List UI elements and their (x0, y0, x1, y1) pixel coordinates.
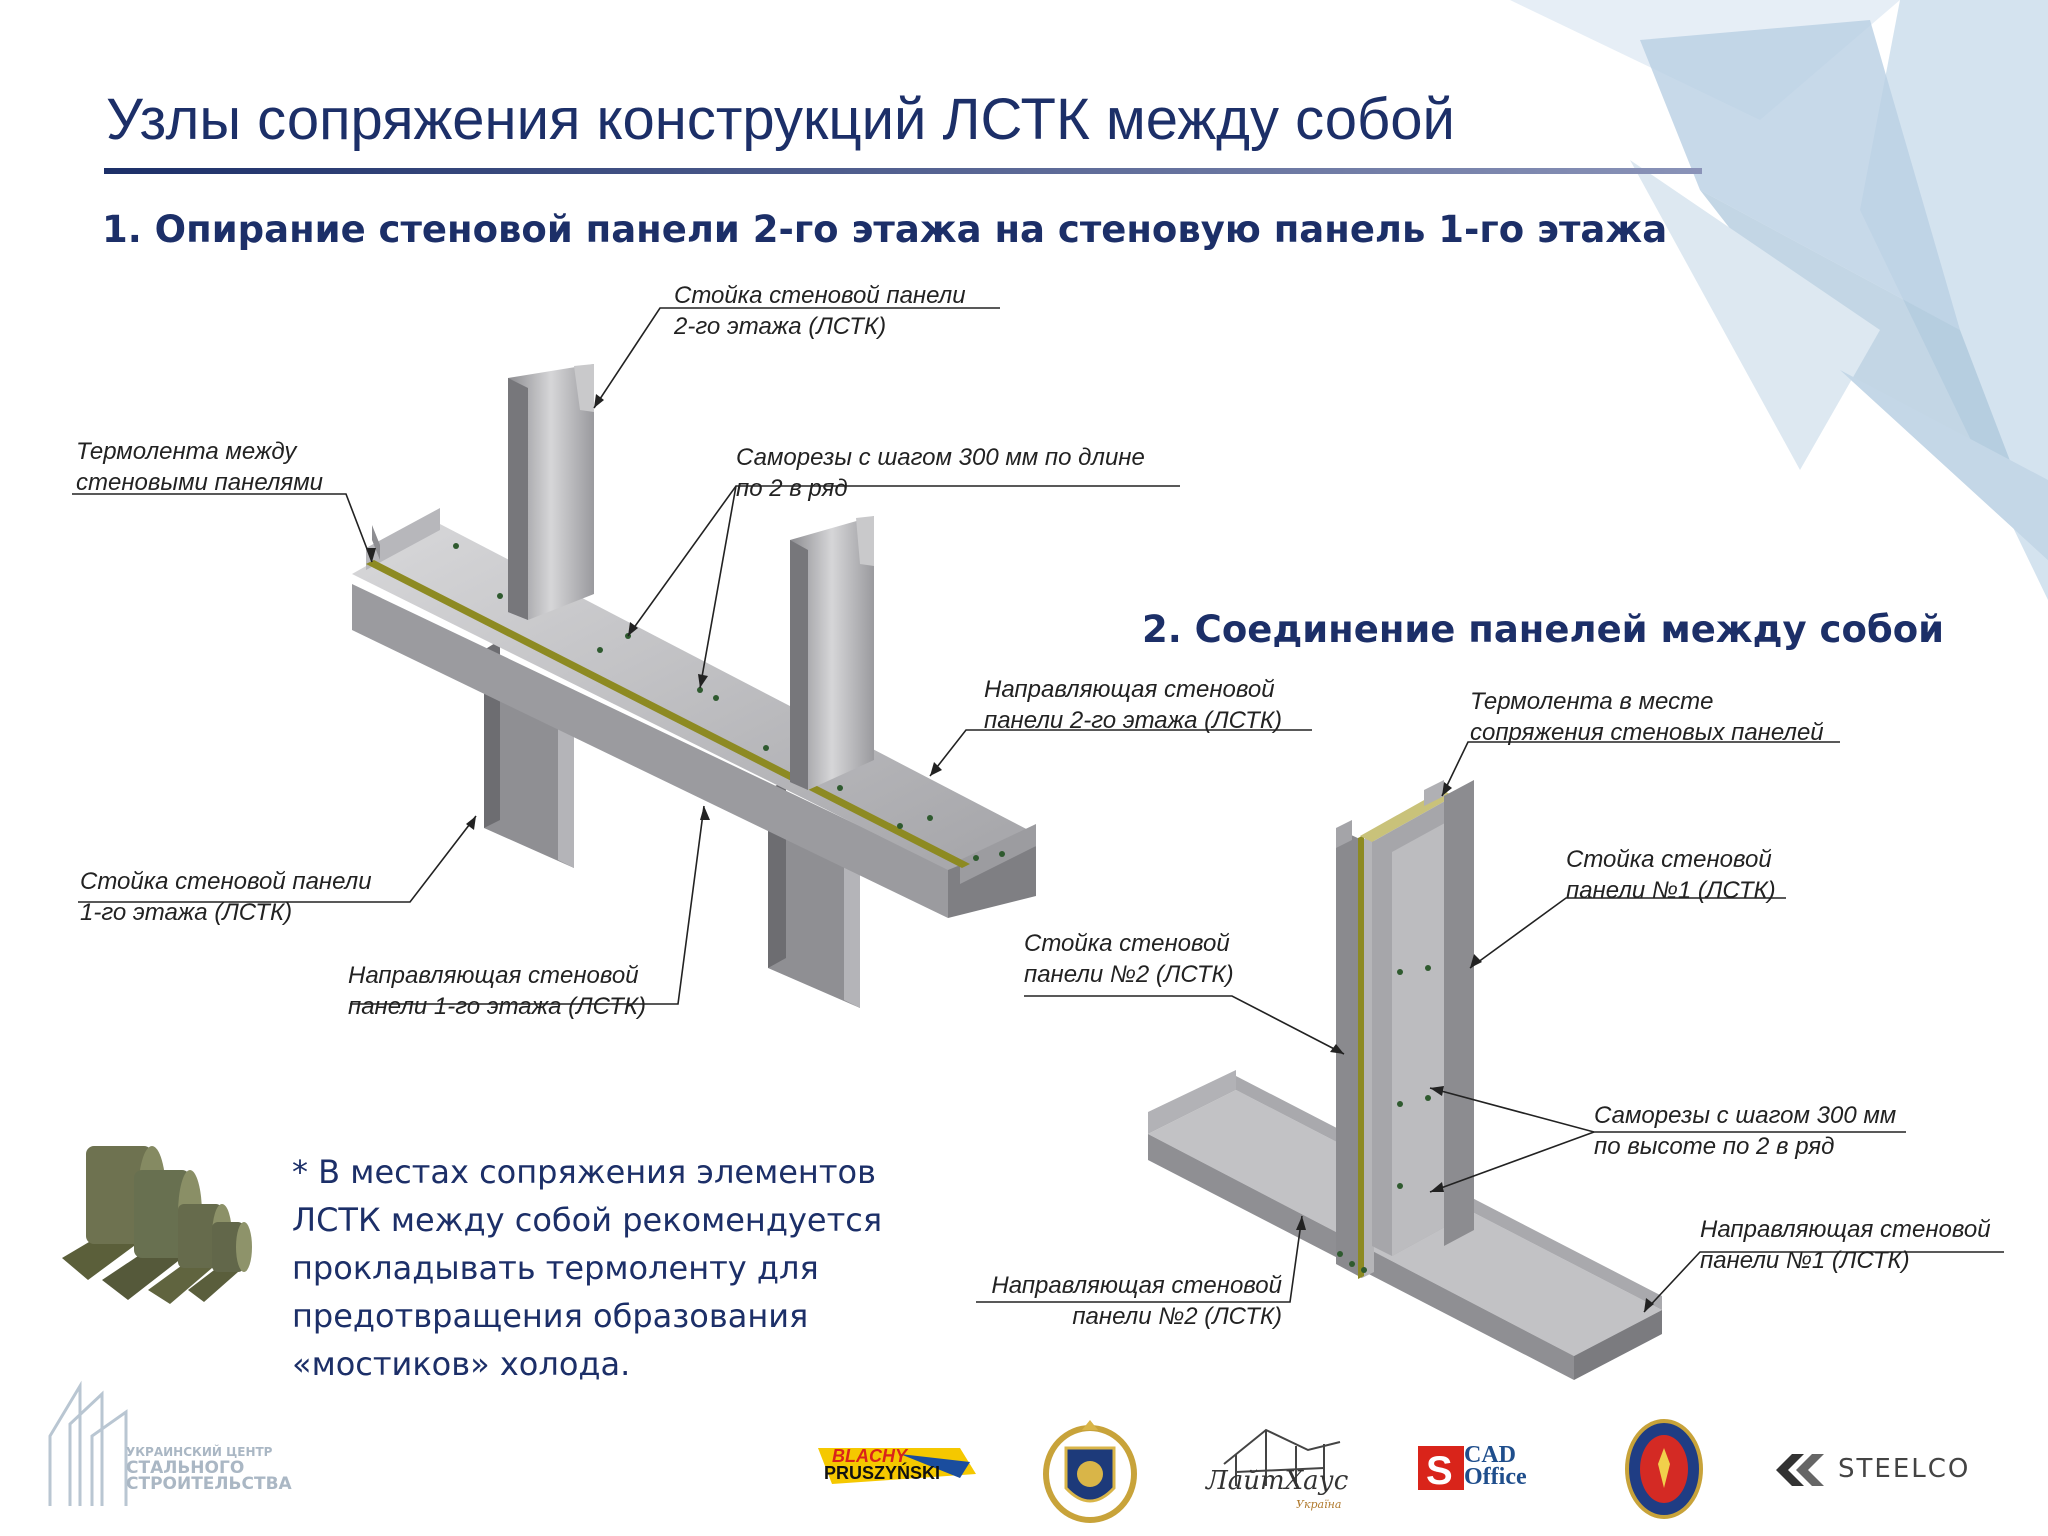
label-line: 1-го этажа (ЛСТК) (80, 899, 293, 926)
blachy-banner-icon (818, 1448, 976, 1484)
label-line: панели №1 (ЛСТК) (1700, 1247, 1910, 1274)
steelco-text: STEELCO (1838, 1454, 1971, 1484)
label-line: по 2 в ряд (736, 475, 848, 502)
section-2-heading: 2. Соединение панелей между собой (1142, 608, 1945, 651)
label-line: панели №2 (ЛСТК) (1072, 1303, 1282, 1330)
steelco-mark-icon (1776, 1454, 1824, 1486)
label-stud-n1: Стойка стеновой панели №1 (ЛСТК) (1566, 844, 1776, 906)
cad-bottom-text: Office (1464, 1464, 1527, 1490)
label-line: стеновыми панелями (76, 469, 324, 496)
ucss-logo-text: УКРАИНСКИЙ ЦЕНТР СТАЛЬНОГО СТРОИТЕЛЬСТВА (126, 1444, 292, 1494)
label-line: Саморезы с шагом 300 мм (1594, 1102, 1897, 1129)
label-line: панели №2 (ЛСТК) (1024, 961, 1234, 988)
label-line: 2-го этажа (ЛСТК) (674, 313, 887, 340)
label-line: Термолента между (76, 438, 297, 465)
ucss-logo-icon (48, 1380, 128, 1506)
label-line: Направляющая стеновой (348, 962, 639, 989)
recommendation-note: * В местах сопряжения элементов ЛСТК меж… (292, 1148, 882, 1388)
label-thermal-tape: Термолента между стеновыми панелями (76, 436, 323, 498)
label-line: Направляющая стеновой (1700, 1216, 1991, 1243)
leaders-diagram-2 (976, 741, 2004, 1313)
label-line: панели 1-го этажа (ЛСТК) (348, 993, 646, 1020)
note-line: предотвращения образования (292, 1297, 809, 1335)
regional-emblem-icon (1625, 1419, 1703, 1519)
laithaus-house-icon (1223, 1428, 1341, 1486)
note-line: ЛСТК между собой рекомендуется (292, 1201, 883, 1239)
upper-stud-right (790, 516, 874, 790)
svg-text:S: S (1426, 1449, 1453, 1492)
label-screws-1: Саморезы с шагом 300 мм по длине по 2 в р… (736, 442, 1145, 504)
label-line: Стойка стеновой (1024, 930, 1230, 957)
label-stud-n2: Стойка стеновой панели №2 (ЛСТК) (1024, 928, 1234, 990)
blachy-bottom-text: PRUSZYŃSKI (824, 1463, 941, 1483)
label-line: Направляющая стеновой (991, 1272, 1282, 1299)
leader-arrows-diagram-2 (1296, 782, 1654, 1312)
note-line: «мостиков» холода. (292, 1345, 631, 1383)
label-line: по высоте по 2 в ряд (1594, 1133, 1835, 1160)
label-line: Стойка стеновой панели (80, 868, 372, 895)
thermal-tape-rolls-image (62, 1146, 252, 1304)
cad-top-text: CAD (1464, 1442, 1516, 1468)
page-title: Узлы сопряжения конструкций ЛСТК между с… (106, 87, 1455, 152)
label-line: панели 2-го этажа (ЛСТК) (984, 707, 1282, 734)
label-screws-2: Саморезы с шагом 300 мм по высоте по 2 в … (1594, 1100, 1896, 1162)
thermal-tape-vertical (1358, 835, 1364, 1279)
thermal-tape-top (1360, 790, 1454, 842)
label-line: Стойка стеновой панели (674, 282, 966, 309)
leaders-diagram-1 (72, 307, 1312, 1005)
note-line: * В местах сопряжения элементов (292, 1153, 876, 1191)
stud-n2 (1336, 820, 1374, 1278)
label-line: сопряжения стеновых панелей (1470, 719, 1824, 746)
label-track-n1: Направляющая стеновой панели №1 (ЛСТК) (1700, 1214, 1991, 1276)
label-track-n2: Направляющая стеновой панели №2 (ЛСТК) (976, 1270, 1282, 1332)
university-crest-icon (1043, 1420, 1137, 1523)
label-line: Саморезы с шагом 300 мм по длине (736, 444, 1145, 471)
logo-line: СТАЛЬНОГО (126, 1458, 245, 1478)
laithaus-subtext: Україна (1296, 1498, 1342, 1511)
label-lower-track: Направляющая стеновой панели 1-го этажа (… (348, 960, 646, 1022)
laithaus-text: ЛайтХаус (1206, 1466, 1349, 1496)
thermal-tape-strip (366, 560, 970, 868)
upper-stud-left (508, 364, 594, 620)
label-lower-stud: Стойка стеновой панели 1-го этажа (ЛСТК) (80, 866, 372, 928)
leader-arrows-diagram-1 (366, 394, 942, 830)
label-line: Стойка стеновой (1566, 846, 1772, 873)
section-1-heading: 1. Опирание стеновой панели 2-го этажа н… (102, 208, 1668, 251)
label-thermal-tape-2: Термолента в месте сопряжения стеновых па… (1470, 686, 1824, 748)
screws-diagram-2 (1337, 965, 1431, 1273)
stud-n1 (1372, 780, 1474, 1256)
label-upper-track: Направляющая стеновой панели 2-го этажа (… (984, 674, 1282, 736)
label-upper-stud: Стойка стеновой панели 2-го этажа (ЛСТК) (674, 280, 966, 342)
blachy-pruszynski-logo: BLACHY PRUSZYŃSKI (810, 1444, 976, 1488)
blachy-top-text: BLACHY (832, 1446, 907, 1466)
logo-line: УКРАИНСКИЙ ЦЕНТР (126, 1445, 273, 1459)
title-underline (104, 168, 1702, 174)
logo-line: СТРОИТЕЛЬСТВА (126, 1474, 292, 1494)
note-line: прокладывать термоленту для (292, 1249, 819, 1287)
label-line: Направляющая стеновой (984, 676, 1275, 703)
cad-s-icon: S (1418, 1446, 1464, 1492)
cad-office-logo: S CAD Office (1418, 1442, 1554, 1492)
label-line: панели №1 (ЛСТК) (1566, 877, 1776, 904)
label-line: Термолента в месте (1470, 688, 1714, 715)
